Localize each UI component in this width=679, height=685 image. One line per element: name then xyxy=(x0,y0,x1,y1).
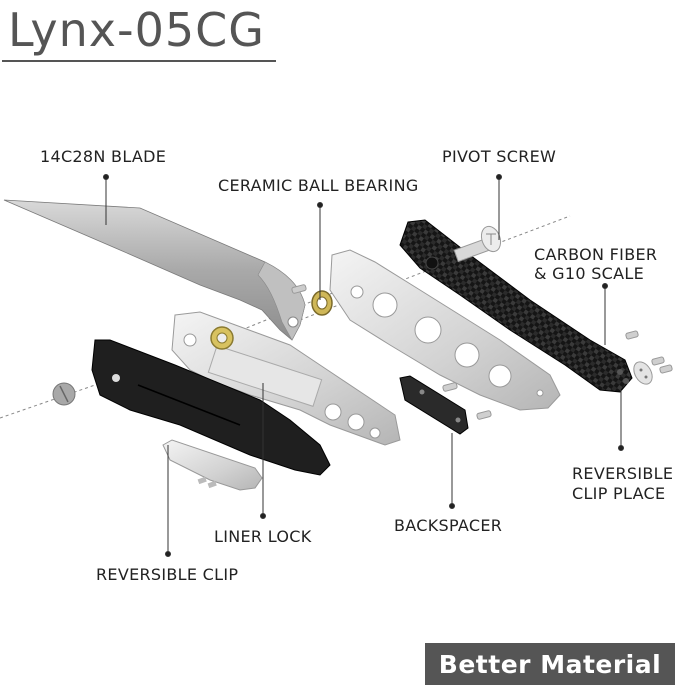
left-screw xyxy=(52,382,76,406)
carbon-fiber-scale-part xyxy=(399,219,633,393)
right-liner-part xyxy=(329,249,561,411)
label-reversible-clip: REVERSIBLE CLIP xyxy=(96,565,239,584)
label-pivot-screw: PIVOT SCREW xyxy=(442,147,557,166)
standoff-screws xyxy=(442,330,673,420)
clip-mount-plate xyxy=(633,361,653,385)
label-scale-line1: CARBON FIBER xyxy=(534,245,658,264)
backspacer-part xyxy=(399,375,469,435)
label-blade: 14C28N BLADE xyxy=(40,147,167,166)
pivot-screw-part xyxy=(453,225,502,263)
label-clip-place-line1: REVERSIBLE xyxy=(572,464,674,483)
ceramic-bearing-part xyxy=(311,290,333,316)
pocket-clip xyxy=(162,439,263,491)
badge-text: Better Material xyxy=(438,649,662,679)
label-clip-place-line2: CLIP PLACE xyxy=(572,484,666,503)
leader-lines xyxy=(103,174,624,557)
label-scale-line2: & G10 SCALE xyxy=(534,264,645,283)
blade-part xyxy=(3,199,306,341)
title-underline xyxy=(2,60,276,62)
label-backspacer: BACKSPACER xyxy=(394,516,503,535)
better-material-badge: Better Material xyxy=(425,643,675,685)
left-handle-scale xyxy=(91,339,331,476)
page-title: Lynx-05CG xyxy=(8,3,265,57)
label-liner-lock: LINER LOCK xyxy=(214,527,312,546)
label-ceramic-bearing: CERAMIC BALL BEARING xyxy=(218,176,419,195)
liner-lock-part xyxy=(171,311,401,446)
